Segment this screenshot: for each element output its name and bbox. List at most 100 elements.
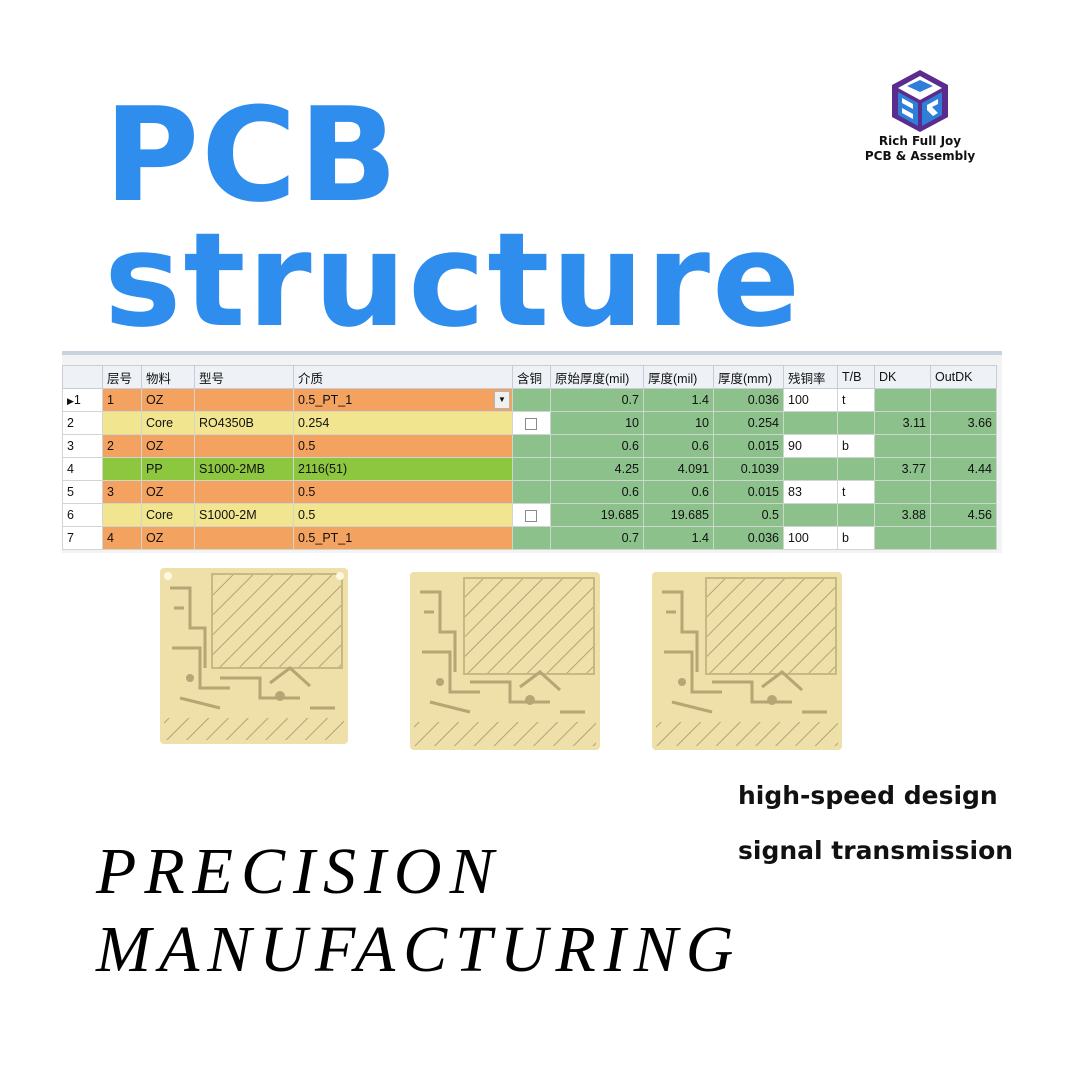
cell-residual-copper[interactable]: 90 — [783, 434, 838, 458]
cell-raw-thickness-mil[interactable]: 19.685 — [550, 503, 644, 527]
cell-medium[interactable]: 0.5 — [293, 480, 513, 504]
cell-dk[interactable]: 3.11 — [874, 411, 931, 435]
cell-thickness-mm[interactable]: 0.015 — [713, 480, 784, 504]
cell-model[interactable] — [194, 434, 294, 458]
table-row[interactable]: 5 3 OZ 0.5 0.6 0.6 0.015 83 t — [62, 480, 997, 504]
cell-model[interactable] — [194, 480, 294, 504]
cell-thickness-mil[interactable]: 10 — [643, 411, 714, 435]
cell-medium-select[interactable]: 0.5_PT_1▼ — [293, 388, 513, 412]
cell-raw-thickness-mil[interactable]: 0.6 — [550, 434, 644, 458]
cell-layer[interactable]: 4 — [102, 526, 142, 550]
cell-copper[interactable] — [512, 503, 551, 527]
cell-thickness-mm[interactable]: 0.015 — [713, 434, 784, 458]
header-medium[interactable]: 介质 — [293, 365, 513, 389]
table-row[interactable]: ▶1 1 OZ 0.5_PT_1▼ 0.7 1.4 0.036 100 t — [62, 388, 997, 412]
cell-material[interactable]: OZ — [141, 526, 195, 550]
cell-residual-copper[interactable] — [783, 411, 838, 435]
cell-medium[interactable]: 0.5 — [293, 434, 513, 458]
cell-tb[interactable]: b — [837, 526, 875, 550]
cell-thickness-mil[interactable]: 4.091 — [643, 457, 714, 481]
cell-model[interactable] — [194, 526, 294, 550]
header-tb[interactable]: T/B — [837, 365, 875, 389]
cell-raw-thickness-mil[interactable]: 0.6 — [550, 480, 644, 504]
cell-model[interactable]: S1000-2M — [194, 503, 294, 527]
cell-copper[interactable] — [512, 457, 551, 481]
cell-thickness-mm[interactable]: 0.1039 — [713, 457, 784, 481]
cell-outdk[interactable] — [930, 434, 997, 458]
cell-material[interactable]: OZ — [141, 480, 195, 504]
header-material[interactable]: 物料 — [141, 365, 195, 389]
table-row[interactable]: 3 2 OZ 0.5 0.6 0.6 0.015 90 b — [62, 434, 997, 458]
cell-medium[interactable]: 0.5 — [293, 503, 513, 527]
cell-outdk[interactable] — [930, 480, 997, 504]
cell-medium[interactable]: 2116(51) — [293, 457, 513, 481]
cell-dk[interactable] — [874, 388, 931, 412]
cell-layer[interactable] — [102, 457, 142, 481]
cell-tb[interactable] — [837, 457, 875, 481]
table-row[interactable]: 2 Core RO4350B 0.254 10 10 0.254 3.11 3.… — [62, 411, 997, 435]
cell-dk[interactable] — [874, 526, 931, 550]
cell-residual-copper[interactable] — [783, 503, 838, 527]
cell-thickness-mil[interactable]: 1.4 — [643, 388, 714, 412]
cell-residual-copper[interactable]: 83 — [783, 480, 838, 504]
cell-medium[interactable]: 0.5_PT_1 — [293, 526, 513, 550]
cell-raw-thickness-mil[interactable]: 0.7 — [550, 526, 644, 550]
header-layer[interactable]: 层号 — [102, 365, 142, 389]
cell-thickness-mil[interactable]: 1.4 — [643, 526, 714, 550]
header-raw-thickness-mil[interactable]: 原始厚度(mil) — [550, 365, 644, 389]
cell-copper[interactable] — [512, 526, 551, 550]
cell-layer[interactable]: 2 — [102, 434, 142, 458]
header-copper[interactable]: 含铜 — [512, 365, 551, 389]
cell-model[interactable]: S1000-2MB — [194, 457, 294, 481]
cell-thickness-mm[interactable]: 0.5 — [713, 503, 784, 527]
table-row[interactable]: 7 4 OZ 0.5_PT_1 0.7 1.4 0.036 100 b — [62, 526, 997, 550]
cell-material[interactable]: OZ — [141, 388, 195, 412]
table-row[interactable]: 6 Core S1000-2M 0.5 19.685 19.685 0.5 3.… — [62, 503, 997, 527]
cell-dk[interactable]: 3.77 — [874, 457, 931, 481]
cell-tb[interactable]: t — [837, 480, 875, 504]
cell-tb[interactable] — [837, 503, 875, 527]
copper-checkbox[interactable] — [525, 509, 537, 522]
cell-tb[interactable] — [837, 411, 875, 435]
cell-tb[interactable]: t — [837, 388, 875, 412]
copper-checkbox[interactable] — [525, 417, 537, 430]
cell-copper[interactable] — [512, 434, 551, 458]
cell-material[interactable]: Core — [141, 411, 195, 435]
cell-outdk[interactable]: 3.66 — [930, 411, 997, 435]
header-thickness-mil[interactable]: 厚度(mil) — [643, 365, 714, 389]
cell-copper[interactable] — [512, 388, 551, 412]
cell-outdk[interactable] — [930, 526, 997, 550]
cell-thickness-mm[interactable]: 0.036 — [713, 388, 784, 412]
cell-thickness-mil[interactable]: 0.6 — [643, 434, 714, 458]
cell-raw-thickness-mil[interactable]: 10 — [550, 411, 644, 435]
cell-model[interactable] — [194, 388, 294, 412]
cell-layer[interactable] — [102, 411, 142, 435]
cell-material[interactable]: OZ — [141, 434, 195, 458]
cell-thickness-mil[interactable]: 0.6 — [643, 480, 714, 504]
cell-material[interactable]: PP — [141, 457, 195, 481]
cell-layer[interactable]: 1 — [102, 388, 142, 412]
cell-layer[interactable]: 3 — [102, 480, 142, 504]
cell-tb[interactable]: b — [837, 434, 875, 458]
cell-outdk[interactable]: 4.56 — [930, 503, 997, 527]
header-model[interactable]: 型号 — [194, 365, 294, 389]
cell-residual-copper[interactable] — [783, 457, 838, 481]
header-dk[interactable]: DK — [874, 365, 931, 389]
header-residual-copper[interactable]: 残铜率 — [783, 365, 838, 389]
cell-outdk[interactable] — [930, 388, 997, 412]
cell-residual-copper[interactable]: 100 — [783, 526, 838, 550]
cell-dk[interactable] — [874, 434, 931, 458]
cell-residual-copper[interactable]: 100 — [783, 388, 838, 412]
table-row[interactable]: 4 PP S1000-2MB 2116(51) 4.25 4.091 0.103… — [62, 457, 997, 481]
cell-thickness-mil[interactable]: 19.685 — [643, 503, 714, 527]
cell-outdk[interactable]: 4.44 — [930, 457, 997, 481]
cell-thickness-mm[interactable]: 0.036 — [713, 526, 784, 550]
cell-dk[interactable]: 3.88 — [874, 503, 931, 527]
cell-raw-thickness-mil[interactable]: 0.7 — [550, 388, 644, 412]
cell-model[interactable]: RO4350B — [194, 411, 294, 435]
header-outdk[interactable]: OutDK — [930, 365, 997, 389]
cell-copper[interactable] — [512, 411, 551, 435]
cell-copper[interactable] — [512, 480, 551, 504]
cell-dk[interactable] — [874, 480, 931, 504]
header-thickness-mm[interactable]: 厚度(mm) — [713, 365, 784, 389]
